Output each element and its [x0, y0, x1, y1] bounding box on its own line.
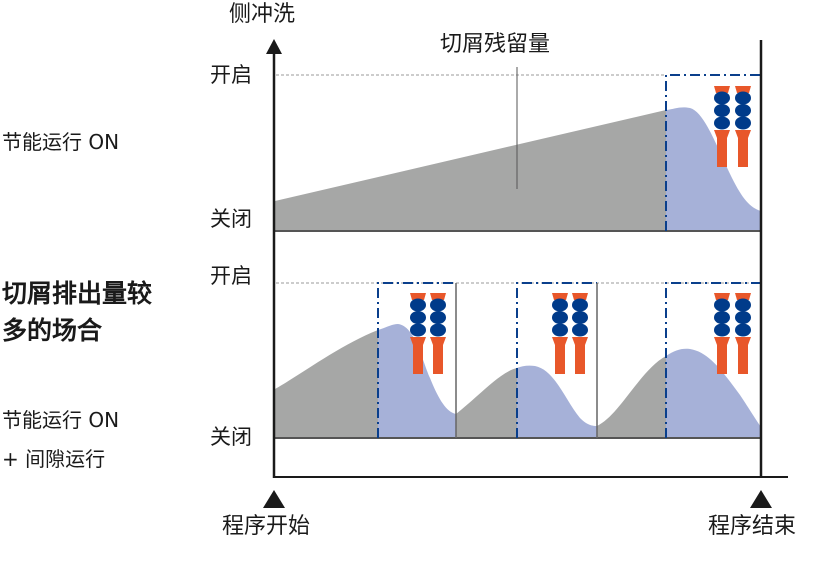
- program-start-marker-icon: [263, 490, 285, 508]
- program-end-marker-icon: [750, 490, 772, 508]
- flush-area-2: [517, 365, 597, 438]
- lower-level-on-label: 开启: [210, 264, 252, 288]
- upper-level-off-label: 关闭: [210, 207, 252, 231]
- axes: [263, 39, 788, 508]
- flush-area-1: [378, 324, 456, 438]
- lower-panel-title-line1: 切屑排出量较: [2, 279, 153, 308]
- nozzle-icon: [552, 293, 568, 374]
- upper-chip-residue-area: [275, 110, 666, 231]
- chip-residue-annotation: 切屑残留量: [440, 32, 551, 57]
- upper-panel: [275, 67, 761, 232]
- lower-mode-label-line2: + 间隙运行: [2, 447, 106, 471]
- lower-panel: [275, 282, 761, 439]
- program-start-label: 程序开始: [222, 514, 311, 539]
- flush-on-box-3: [665, 282, 761, 438]
- upper-flush-on-box: [665, 74, 761, 231]
- nozzle-icon: [735, 86, 751, 167]
- nozzle-icon: [572, 293, 588, 374]
- y-axis-title: 侧冲洗: [229, 2, 296, 27]
- lower-mode-label-line1: 节能运行 ON: [2, 408, 120, 432]
- upper-level-on-label: 开启: [210, 63, 252, 87]
- nozzle-icon: [714, 293, 730, 374]
- chip-residue-hill-1: [275, 330, 378, 438]
- program-end-label: 程序结束: [708, 514, 797, 539]
- flush-on-box-2: [516, 282, 597, 438]
- nozzle-icon: [735, 293, 751, 374]
- flush-on-box-1: [377, 282, 456, 438]
- chip-residue-hill-3: [597, 356, 666, 438]
- y-axis-arrow-icon: [266, 39, 282, 54]
- upper-flush-area: [666, 107, 761, 231]
- flush-area-3: [666, 348, 761, 438]
- upper-mode-label: 节能运行 ON: [2, 130, 120, 154]
- chip-residue-hill-2: [456, 368, 517, 438]
- lower-panel-title-line2: 多的场合: [2, 316, 103, 345]
- lower-level-off-label: 关闭: [210, 425, 252, 449]
- nozzle-icon: [430, 293, 446, 374]
